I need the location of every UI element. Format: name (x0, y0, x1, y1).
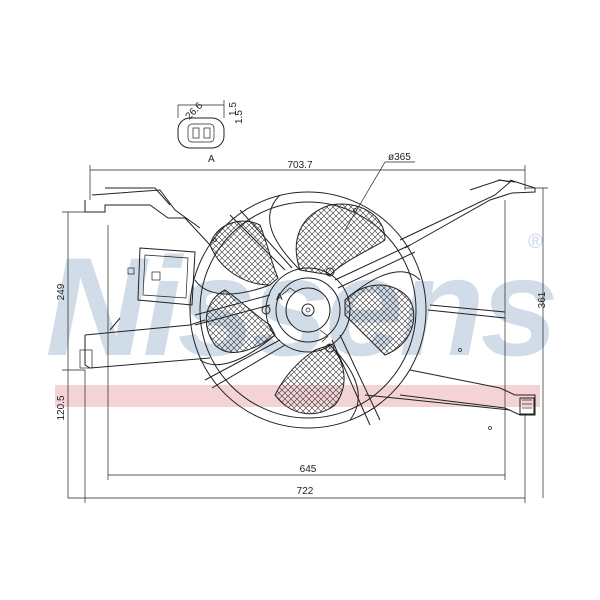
dim-fan-diameter-text: ø365 (388, 152, 411, 163)
connector-pin-label-2: 1.5 (234, 110, 245, 124)
dimension-overall-width: 722 (68, 370, 526, 503)
dim-height-total-text: 361 (537, 291, 548, 308)
dim-height-lower-text: 120.5 (56, 395, 67, 420)
mount-bracket (79, 247, 196, 369)
connector-view-label: A (208, 154, 215, 165)
dim-top-width-text: 703.7 (287, 160, 312, 171)
connector-pin-label-1: 1.5 (228, 102, 239, 116)
dimension-inner-width: 645 (107, 200, 506, 480)
motor-hub: A (261, 267, 351, 353)
connector-width-label: 26.6 (184, 100, 206, 122)
dimension-height-total: 361 (525, 187, 548, 498)
watermark: Nissens ® (46, 228, 559, 407)
fan-blades (194, 194, 421, 421)
dim-inner-width-text: 645 (300, 464, 317, 475)
dimension-top-width: 703.7 (89, 160, 526, 200)
watermark-registered-mark: ® (528, 231, 543, 253)
mounting-holes (213, 208, 492, 430)
fan-struts (194, 209, 416, 426)
dimension-height-lower: 120.5 (56, 369, 85, 498)
fan-ring (189, 191, 427, 429)
hub-label: A (276, 292, 283, 303)
dimension-height-upper: 249 (56, 211, 85, 370)
dim-height-upper-text: 249 (56, 283, 67, 300)
dim-overall-width-text: 722 (297, 486, 314, 497)
connector-detail: 26.6 1.5 1.5 A (177, 100, 245, 165)
shroud-frame (84, 179, 536, 416)
